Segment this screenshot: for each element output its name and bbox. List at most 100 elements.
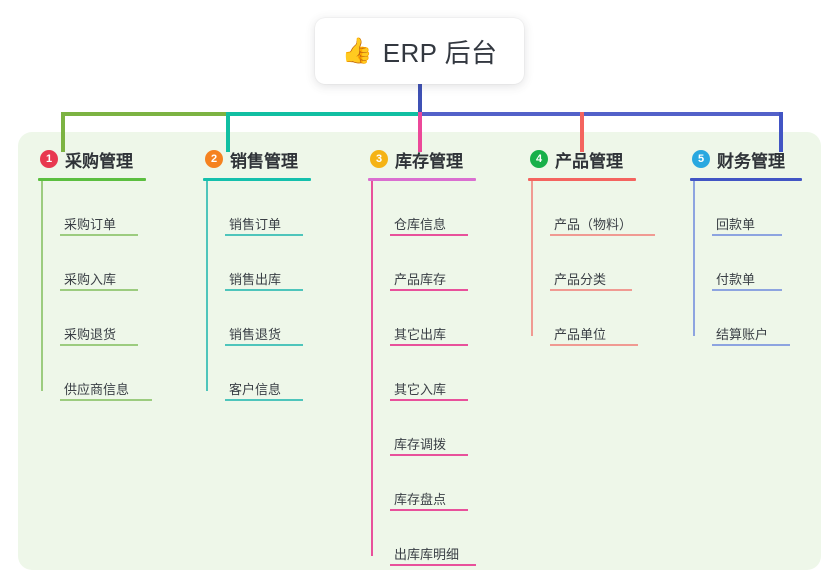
branch-header-5[interactable]: 5 财务管理 [690,146,802,172]
branch-drop-4 [580,112,584,152]
branch-spine-2 [206,181,208,391]
leaf-rule [550,234,655,236]
branch-children-1: 采购订单采购入库采购退货供应商信息 [38,181,152,401]
branch-badge-5: 5 [692,150,710,168]
root-node[interactable]: 👍 ERP 后台 [315,18,524,84]
branch-drop-1 [61,112,65,152]
leaf-rule [225,234,303,236]
leaf-label: 其它出库 [394,327,447,342]
thumbs-up-icon: 👍 [341,36,373,65]
leaf-item[interactable]: 其它出库 [390,291,476,346]
branch-children-4: 产品（物料） 产品分类产品单位 [528,181,655,346]
bus-segment-green [61,112,228,116]
branch-rule-1 [38,178,146,181]
branch-header-4[interactable]: 4 产品管理 [528,146,636,172]
branch-column-5: 5 财务管理回款单付款单结算账户 [690,146,802,346]
branch-drop-5 [779,112,783,152]
branch-drop-3 [418,112,422,152]
leaf-item[interactable]: 采购订单 [60,181,146,236]
leaf-item[interactable]: 销售出库 [225,236,311,291]
leaf-item[interactable]: 客户信息 [225,346,311,401]
branch-spine-4 [531,181,533,336]
leaf-item[interactable]: 产品分类 [550,236,636,291]
leaf-label: 库存调拨 [394,437,447,452]
leaf-rule [60,399,152,401]
leaf-label: 供应商信息 [64,382,130,397]
leaf-label: 销售出库 [229,272,282,287]
leaf-item[interactable]: 出库库明细 [390,511,476,566]
leaf-rule [60,344,138,346]
leaf-rule [390,509,468,511]
leaf-item[interactable]: 仓库信息 [390,181,476,236]
branch-badge-3: 3 [370,150,388,168]
leaf-label: 库存盘点 [394,492,447,507]
bus-segment-blue [418,112,783,116]
branch-badge-2: 2 [205,150,223,168]
branch-label-5: 财务管理 [717,151,785,171]
branch-spine-1 [41,181,43,391]
leaf-rule [712,234,782,236]
root-title: ERP 后台 [382,37,498,68]
leaf-item[interactable]: 库存盘点 [390,456,476,511]
leaf-rule [712,289,782,291]
branch-label-1: 采购管理 [65,151,133,171]
branch-header-2[interactable]: 2 销售管理 [203,146,311,172]
branch-column-3: 3 库存管理仓库信息产品库存其它出库其它入库库存调拨库存盘点出库库明细 [368,146,476,566]
branch-label-2: 销售管理 [230,151,298,171]
bus-segment-teal [226,112,420,116]
leaf-item[interactable]: 其它入库 [390,346,476,401]
leaf-label: 仓库信息 [394,217,447,232]
leaf-item[interactable]: 采购退货 [60,291,146,346]
branch-header-1[interactable]: 1 采购管理 [38,146,146,172]
leaf-item[interactable]: 供应商信息 [60,346,152,401]
branch-rule-2 [203,178,311,181]
leaf-rule [390,234,468,236]
leaf-rule [60,234,138,236]
leaf-item[interactable]: 采购入库 [60,236,146,291]
leaf-label: 采购订单 [64,217,117,232]
branch-label-4: 产品管理 [555,151,623,171]
branch-children-5: 回款单付款单结算账户 [690,181,802,346]
branch-badge-1: 1 [40,150,58,168]
leaf-label: 销售退货 [229,327,282,342]
leaf-item[interactable]: 销售退货 [225,291,311,346]
leaf-label: 回款单 [716,217,756,232]
leaf-label: 付款单 [716,272,756,287]
leaf-rule [225,344,303,346]
leaf-rule [390,399,468,401]
leaf-rule [60,289,138,291]
branch-rule-4 [528,178,636,181]
branch-column-4: 4 产品管理产品（物料） 产品分类产品单位 [528,146,655,346]
leaf-rule [550,344,638,346]
leaf-item[interactable]: 库存调拨 [390,401,476,456]
leaf-label: 采购退货 [64,327,117,342]
leaf-label: 客户信息 [229,382,282,397]
branch-badge-4: 4 [530,150,548,168]
leaf-item[interactable]: 产品单位 [550,291,638,346]
branch-header-3[interactable]: 3 库存管理 [368,146,476,172]
leaf-label: 结算账户 [716,327,769,342]
branch-column-1: 1 采购管理采购订单采购入库采购退货供应商信息 [38,146,152,401]
branch-rule-5 [690,178,802,181]
leaf-item[interactable]: 销售订单 [225,181,311,236]
branch-rule-3 [368,178,476,181]
leaf-item[interactable]: 结算账户 [712,291,802,346]
leaf-rule [390,454,468,456]
leaf-label: 产品单位 [554,327,607,342]
leaf-label: 产品库存 [394,272,447,287]
leaf-rule [390,289,468,291]
leaf-item[interactable]: 付款单 [712,236,802,291]
branch-spine-3 [371,181,373,556]
leaf-label: 销售订单 [229,217,282,232]
leaf-item[interactable]: 产品库存 [390,236,476,291]
leaf-item[interactable]: 产品（物料） [550,181,655,236]
branch-children-3: 仓库信息产品库存其它出库其它入库库存调拨库存盘点出库库明细 [368,181,476,566]
branch-label-3: 库存管理 [395,151,463,171]
leaf-rule [225,399,303,401]
branch-column-2: 2 销售管理销售订单销售出库销售退货客户信息 [203,146,311,401]
leaf-rule [712,344,790,346]
branch-spine-5 [693,181,695,336]
leaf-item[interactable]: 回款单 [712,181,802,236]
leaf-label: 产品（物料） [554,217,633,232]
